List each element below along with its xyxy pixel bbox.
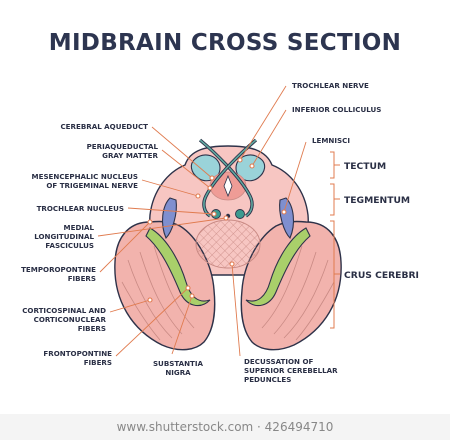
label-cerebral-aqueduct: CEREBRAL AQUEDUCT (60, 122, 148, 131)
page-title: MIDBRAIN CROSS SECTION (48, 30, 402, 56)
midbrain-illustration (114, 138, 342, 351)
watermark-bar: www.shutterstock.com · 426494710 (0, 414, 450, 440)
region-crus-cerebri: CRUS CEREBRI (344, 270, 419, 281)
region-tegmentum: TEGMENTUM (344, 195, 410, 206)
label-corticospinal-2: CORTICONUCLEAR (34, 315, 107, 324)
lemniscus-right (279, 197, 295, 239)
cerebral-aqueduct (223, 174, 233, 198)
label-frontopontine-2: FIBERS (84, 358, 112, 367)
label-corticospinal-1: CORTICOSPINAL AND (22, 306, 106, 315)
label-temporopontine-1: TEMPOROPONTINE (21, 265, 96, 274)
crus-cerebri-left (114, 220, 216, 351)
label-inferior-colliculus: INFERIOR COLLICULUS (292, 105, 381, 114)
leader-lines (97, 85, 307, 357)
label-decussation-3: PEDUNCLES (244, 375, 291, 384)
label-periaqueductal-1: PERIAQUEDUCTAL (87, 142, 159, 151)
lemniscus-left (161, 197, 177, 239)
label-decussation-2: SUPERIOR CEREBELLAR (244, 366, 338, 375)
label-substantia-1: SUBSTANTIA (153, 359, 204, 368)
label-mlf-1: MEDIAL (64, 223, 95, 232)
substantia-nigra-right (245, 227, 311, 307)
label-mlf-2: LONGITUDINAL (34, 232, 94, 241)
trochlear-nucleus-right (235, 209, 245, 219)
substantia-nigra-left (145, 227, 211, 307)
structure-labels: TROCHLEAR NERVE INFERIOR COLLICULUS LEMN… (21, 81, 419, 384)
region-brackets (330, 151, 340, 329)
watermark-text: www.shutterstock.com · 426494710 (116, 420, 334, 434)
crus-cerebri-right (240, 220, 342, 351)
label-trochlear-nerve: TROCHLEAR NERVE (292, 81, 369, 90)
region-tectum: TECTUM (344, 161, 386, 172)
label-trochlear-nucleus: TROCHLEAR NUCLEUS (37, 204, 124, 213)
decussation-region (195, 219, 261, 269)
label-frontopontine-1: FRONTOPONTINE (43, 349, 112, 358)
label-mlf-3: FASCICULUS (45, 241, 94, 250)
label-substantia-2: NIGRA (165, 368, 191, 377)
label-lemnisci: LEMNISCI (312, 136, 350, 145)
label-temporopontine-2: FIBERS (68, 274, 96, 283)
label-decussation-1: DECUSSATION OF (244, 357, 313, 366)
label-corticospinal-3: FIBERS (78, 324, 106, 333)
label-periaqueductal-2: GRAY MATTER (102, 151, 158, 160)
label-mesencephalic-2: OF TRIGEMINAL NERVE (46, 181, 138, 190)
label-mesencephalic-1: MESENCEPHALIC NUCLEUS (32, 172, 138, 181)
